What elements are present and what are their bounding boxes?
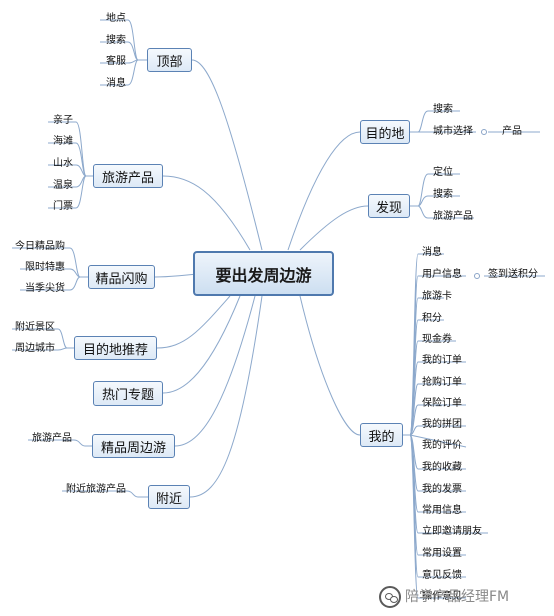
leaf-nearby-quality-products: 旅游产品	[32, 433, 72, 444]
leaf-feedback: 意见反馈	[422, 570, 462, 581]
leaf-dest-product: 产品	[502, 126, 522, 137]
node-travel-products[interactable]: 旅游产品	[93, 164, 163, 188]
leaf-limited-offer: 限时特惠	[25, 262, 65, 273]
node-mine[interactable]: 我的	[360, 423, 403, 447]
node-nearby-quality[interactable]: 精品周边游	[92, 434, 175, 458]
watermark-text: 陪学产品经理FM	[405, 589, 510, 605]
leaf-my-favorites: 我的收藏	[422, 462, 462, 473]
leaf-common-info: 常用信息	[422, 505, 462, 516]
collapse-toggle-circle[interactable]	[474, 273, 480, 279]
leaf-tickets: 门票	[53, 201, 73, 212]
leaf-dest-search: 搜索	[433, 104, 453, 115]
node-destination-recommend[interactable]: 目的地推荐	[74, 336, 157, 360]
leaf-nearby-spots: 附近景区	[15, 322, 55, 333]
node-flash-sale[interactable]: 精品闪购	[88, 265, 155, 289]
leaf-top-message: 消息	[106, 78, 126, 89]
leaf-locate: 定位	[433, 167, 453, 178]
root-node[interactable]: 要出发周边游	[193, 251, 334, 296]
leaf-travel-card: 旅游卡	[422, 291, 452, 302]
leaf-city-select: 城市选择	[433, 126, 473, 137]
leaf-discover-products: 旅游产品	[433, 211, 473, 222]
leaf-points: 积分	[422, 313, 442, 324]
leaf-user-info: 用户信息	[422, 269, 462, 280]
leaf-my-reviews: 我的评价	[422, 440, 462, 451]
wechat-icon	[379, 586, 401, 608]
node-destination[interactable]: 目的地	[360, 120, 410, 144]
leaf-my-invoices: 我的发票	[422, 484, 462, 495]
leaf-insurance-orders: 保险订单	[422, 398, 462, 409]
leaf-checkin-points: 签到送积分	[488, 269, 538, 280]
leaf-nearby-products: 附近旅游产品	[66, 484, 126, 495]
leaf-discover-search: 搜索	[433, 189, 453, 200]
leaf-hotspring: 温泉	[53, 180, 73, 191]
leaf-nearby-cities: 周边城市	[15, 343, 55, 354]
node-hot-topics[interactable]: 热门专题	[93, 381, 163, 406]
leaf-operation-feedback: 操作意见	[422, 591, 462, 602]
leaf-mine-message: 消息	[422, 247, 442, 258]
node-discover[interactable]: 发现	[368, 194, 410, 218]
leaf-mountain: 山水	[53, 158, 73, 169]
leaf-top-service: 客服	[106, 56, 126, 67]
leaf-top-search: 搜索	[106, 35, 126, 46]
leaf-seasonal: 当季尖货	[25, 283, 65, 294]
leaf-invite-friends: 立即邀请朋友	[422, 526, 482, 537]
leaf-my-orders: 我的订单	[422, 355, 462, 366]
leaf-common-settings: 常用设置	[422, 548, 462, 559]
node-top[interactable]: 顶部	[147, 48, 192, 72]
watermark: 陪学产品经理FM	[377, 582, 552, 612]
leaf-my-group-buy: 我的拼团	[422, 419, 462, 430]
leaf-family: 亲子	[53, 115, 73, 126]
leaf-coupons: 现金券	[422, 334, 452, 345]
leaf-top-location: 地点	[106, 13, 126, 24]
leaf-today-picks: 今日精品购	[15, 241, 65, 252]
leaf-flash-orders: 抢购订单	[422, 377, 462, 388]
leaf-beach: 海滩	[53, 136, 73, 147]
node-nearby[interactable]: 附近	[148, 485, 190, 509]
collapse-toggle-circle[interactable]	[481, 129, 487, 135]
